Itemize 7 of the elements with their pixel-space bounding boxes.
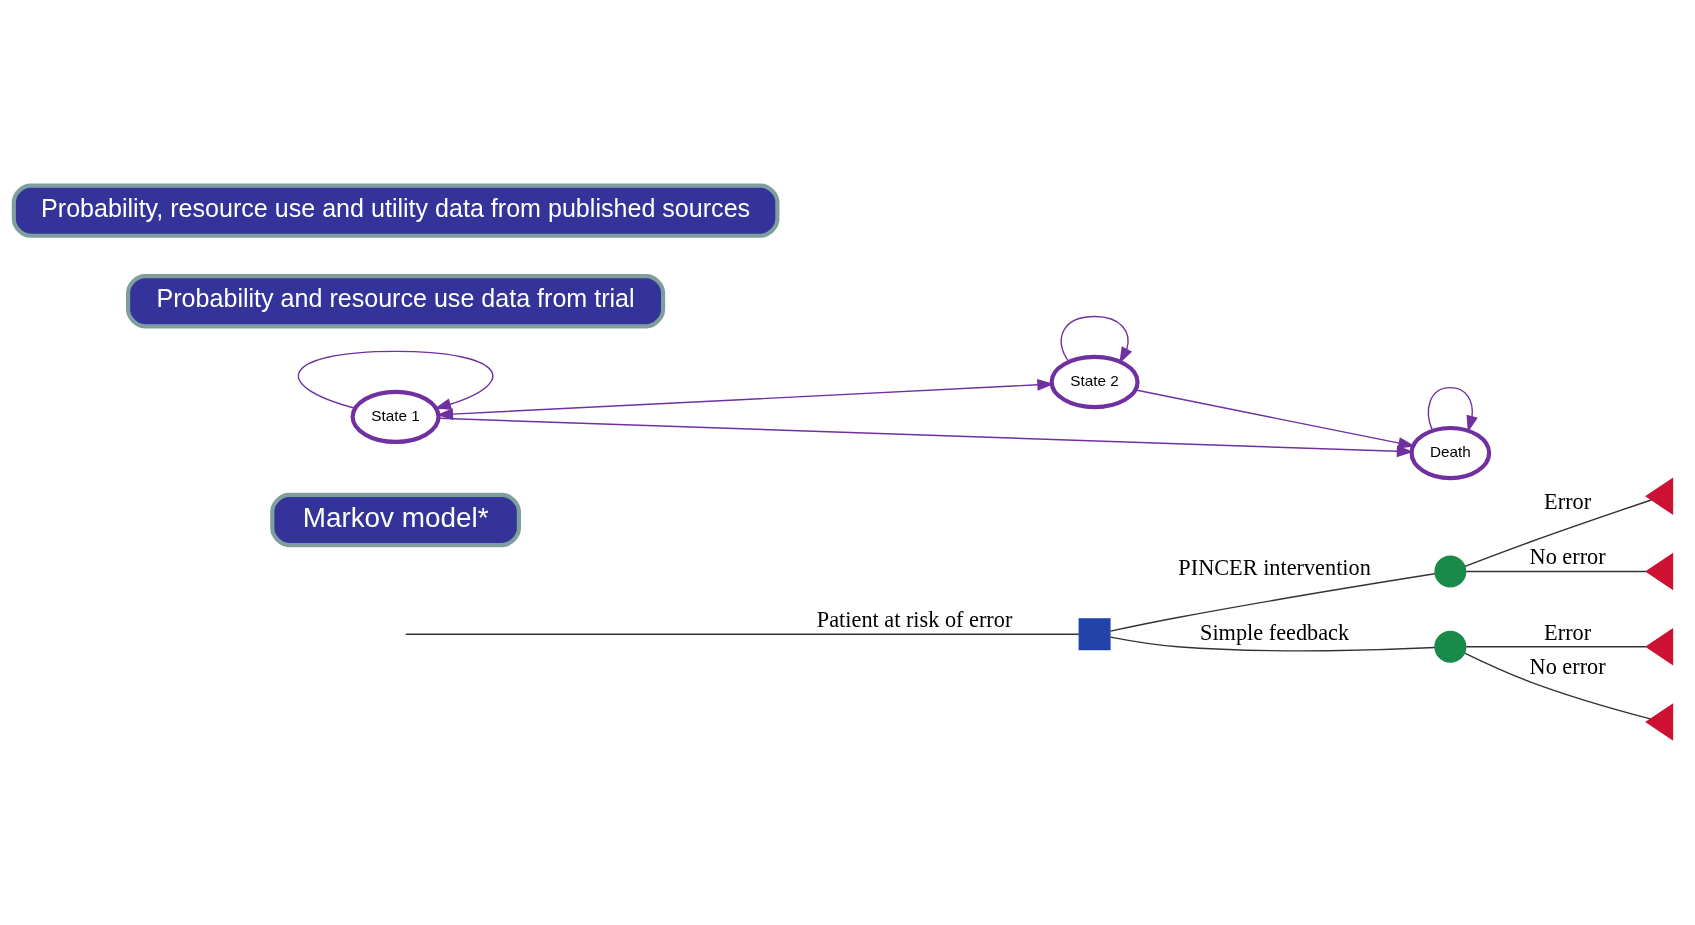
edge-label: Patient at risk of error bbox=[816, 606, 1013, 632]
edge-label: No error bbox=[1529, 654, 1606, 680]
edge-label: Simple feedback bbox=[1200, 619, 1350, 645]
edge-label: PINCER intervention bbox=[1178, 555, 1371, 581]
edge-label: No error bbox=[1529, 544, 1606, 570]
edge-label: Error bbox=[1544, 619, 1592, 645]
edge-label: Error bbox=[1544, 488, 1592, 514]
